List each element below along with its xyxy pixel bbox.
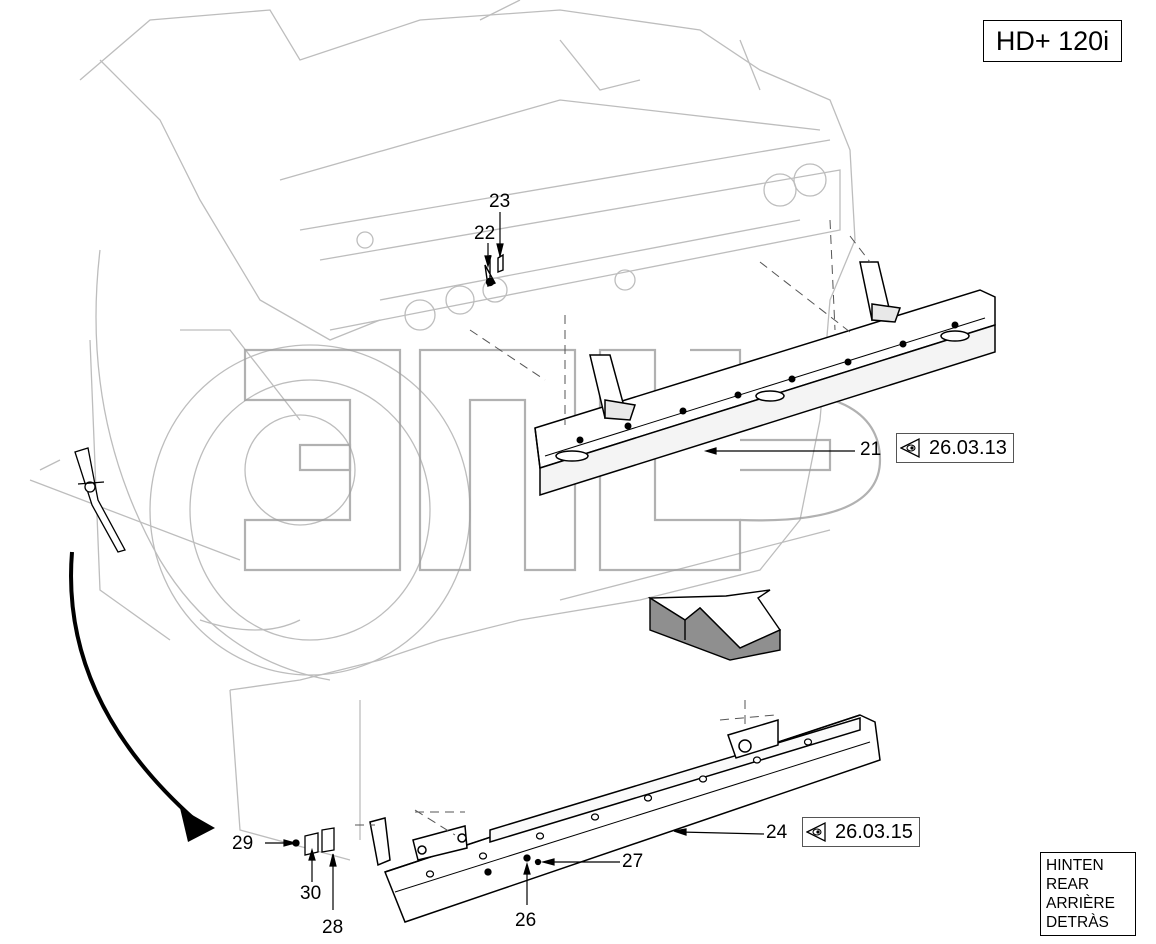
callout-29: 29 (232, 833, 254, 854)
callout-22: 22 (474, 223, 496, 244)
callout-27: 27 (622, 851, 644, 872)
upper-hidden-lines (469, 219, 871, 425)
view-label-es: DETRÀS (1046, 914, 1109, 931)
view-label-fr: ARRIÈRE (1046, 895, 1115, 912)
view-label-de: HINTEN (1046, 857, 1104, 874)
reference-upper[interactable]: 26.03.13 (896, 433, 1014, 463)
machine-frame-ghost (29, 0, 856, 861)
callout-21: 21 (860, 439, 882, 460)
model-label: HD+ 120i (983, 20, 1122, 62)
eye-icon (806, 821, 826, 843)
reference-lower-label: 26.03.15 (835, 821, 913, 843)
callout-23: 23 (489, 191, 511, 212)
upper-scraper-bar (534, 261, 996, 497)
hinge-bracket-left (74, 447, 126, 553)
callout-26: 26 (515, 910, 537, 931)
callout-28: 28 (322, 917, 344, 938)
lower-hidden-lines (355, 700, 776, 836)
eye-icon (900, 437, 920, 459)
reference-lower[interactable]: 26.03.15 (802, 817, 920, 847)
reference-upper-label: 26.03.13 (929, 437, 1007, 459)
callout-24: 24 (766, 822, 788, 843)
view-direction-arrow (647, 589, 782, 661)
curved-arrow (69, 551, 215, 842)
fastener-28-29-30 (292, 827, 542, 876)
callout-30: 30 (300, 883, 322, 904)
leader-lines (265, 212, 855, 910)
fastener-22-23 (484, 253, 504, 288)
view-label-en: REAR (1046, 876, 1090, 893)
view-direction-legend: HINTEN REAR ARRIÈRE DETRÀS (1040, 852, 1136, 936)
